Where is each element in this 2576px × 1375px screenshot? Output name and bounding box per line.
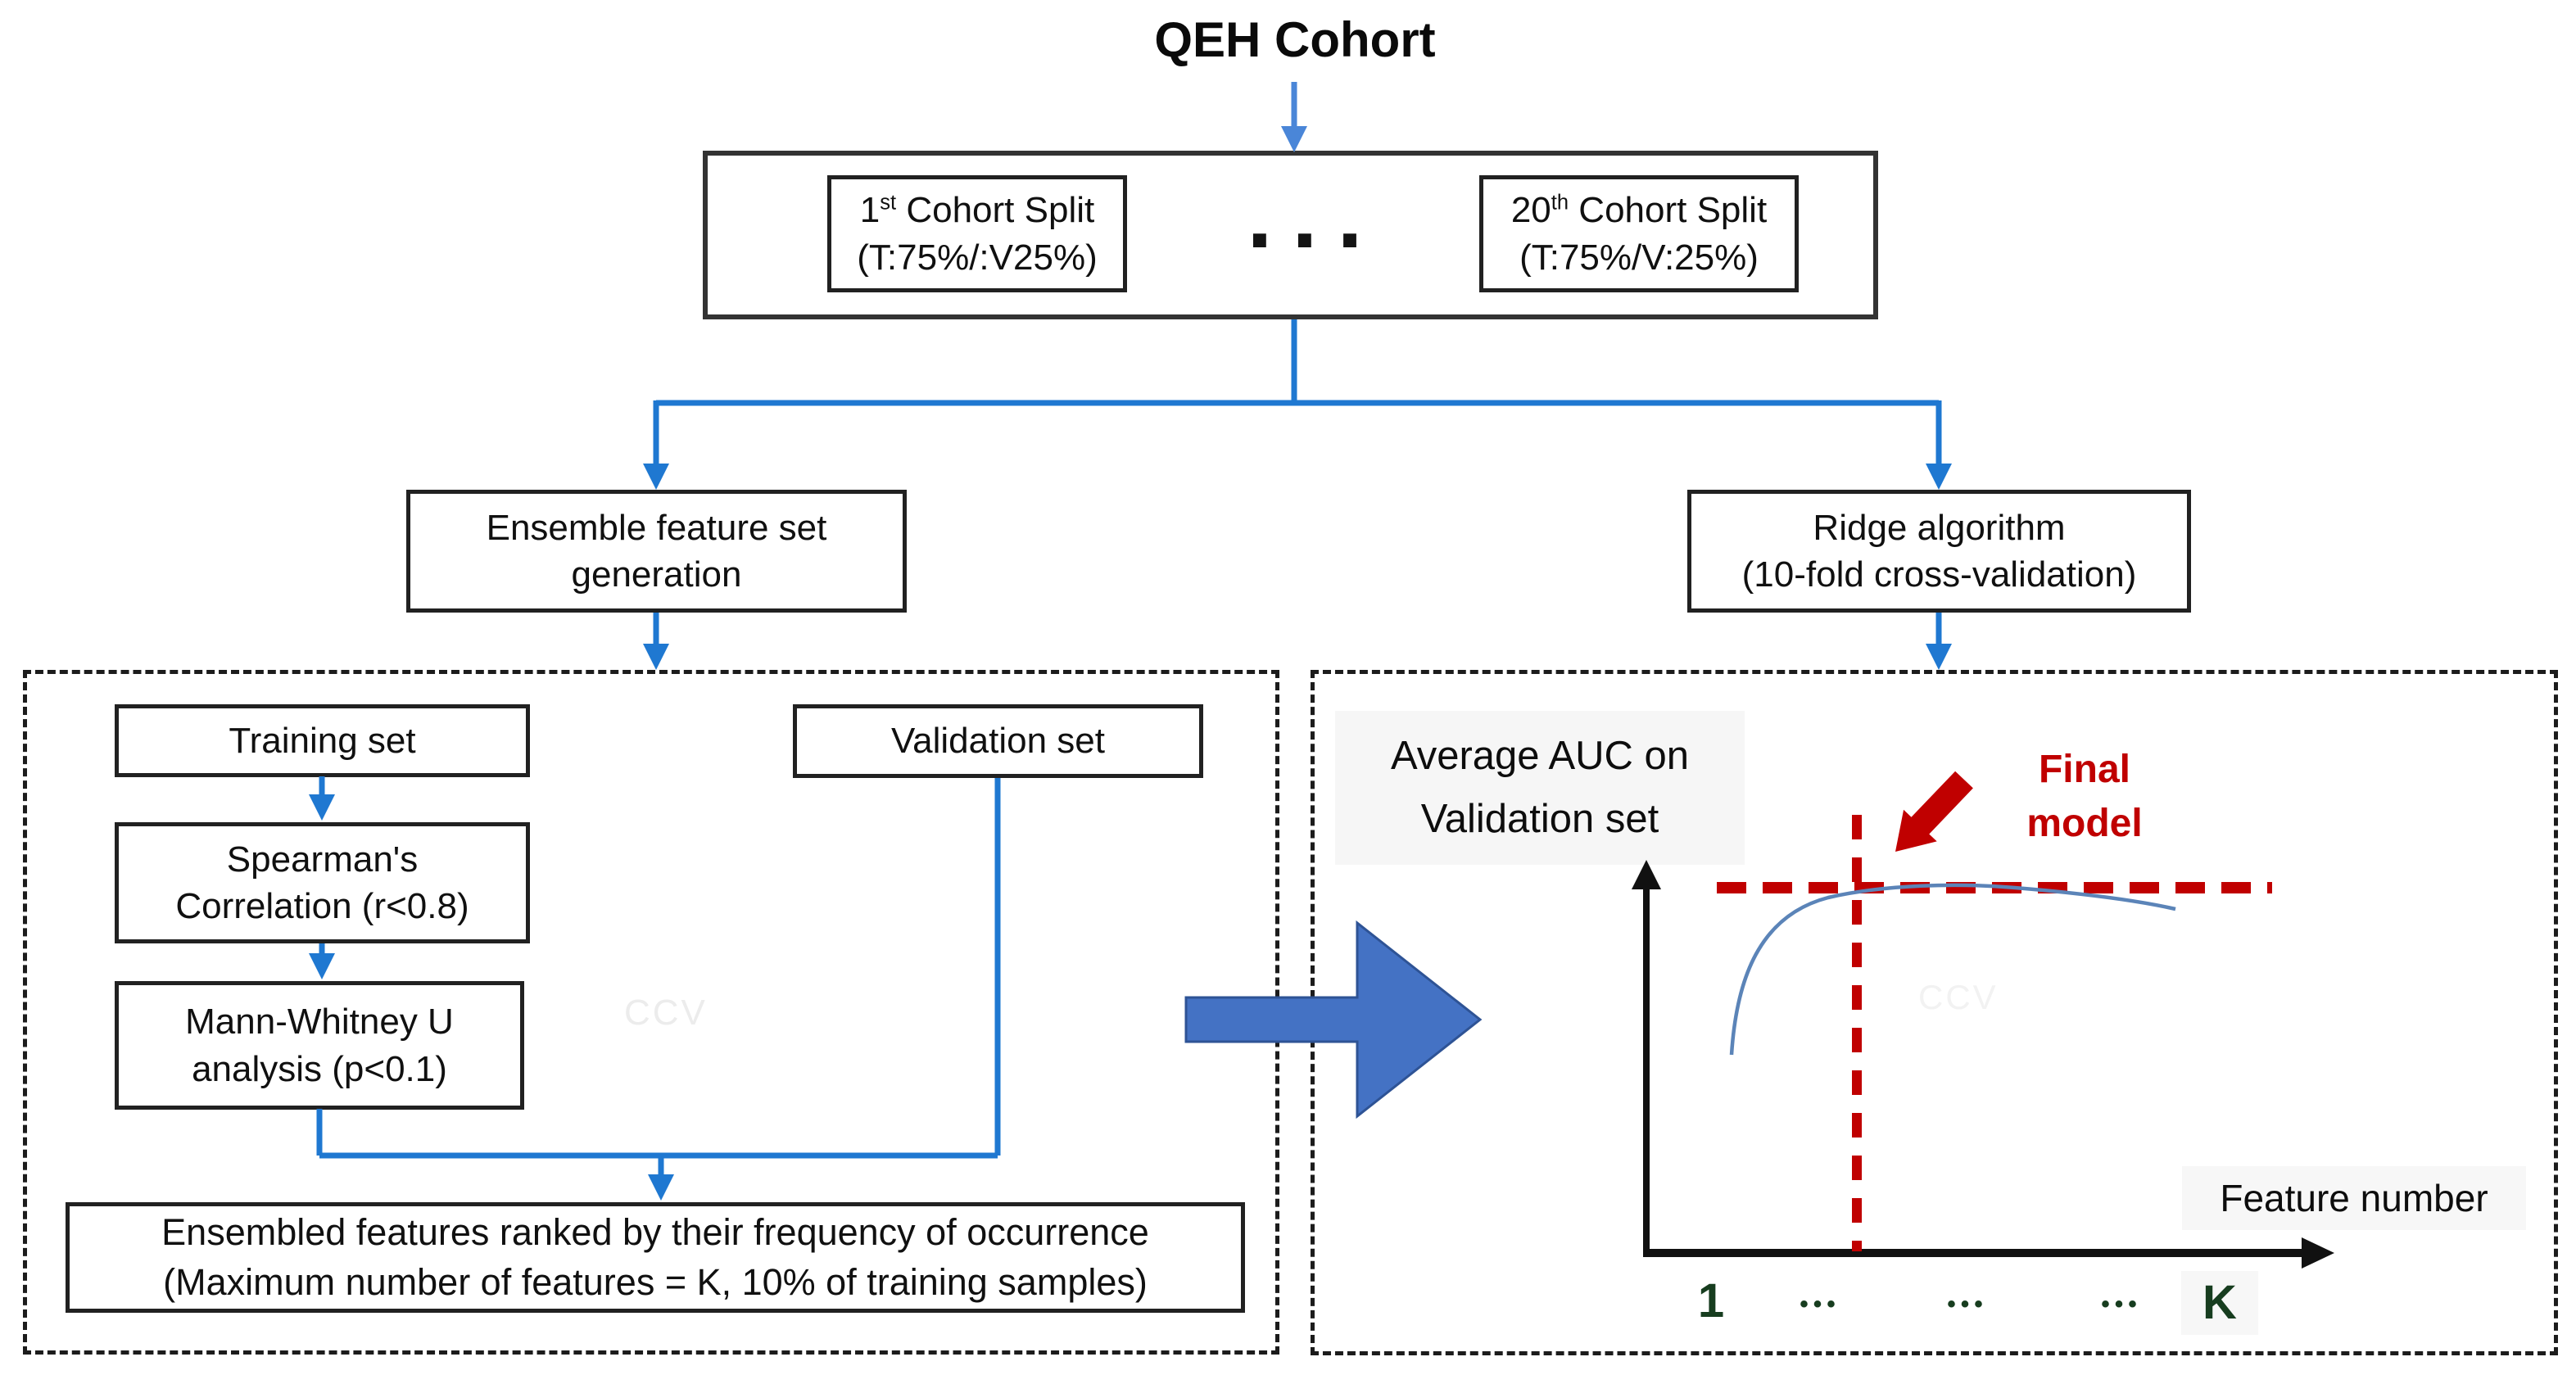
x-tick-first: 1 [1697,1274,1725,1328]
validation-set-box: Validation set [793,704,1203,778]
last-split-ordinal-suffix: th [1551,191,1569,215]
arrowhead-to-ridge [1926,464,1952,490]
ridge-algorithm-line1: Ridge algorithm [1813,507,2066,548]
ridge-algorithm-box: Ridge algorithm (10-fold cross-validatio… [1687,490,2191,613]
x-axis-title-text: Feature number [2220,1177,2488,1219]
spearman-line2: Correlation (r<0.8) [175,886,469,926]
first-cohort-split-detail: (T:75%/:V25%) [857,237,1098,278]
arrowhead-to-ensemble [643,464,669,490]
x-axis-title: Feature number [2182,1166,2526,1230]
connector-branch [656,319,1939,406]
mann-whitney-box: Mann-Whitney U analysis (p<0.1) [115,981,524,1110]
arrowhead-ridge-to-panel [1926,644,1952,670]
final-model-label: Final model [1999,748,2171,845]
first-cohort-split-title: 1st Cohort Split [860,187,1094,233]
x-tick-dots-3: ••• [2101,1291,2142,1318]
last-split-number: 20 [1510,190,1551,231]
y-axis-title: Average AUC on Validation set [1335,711,1745,865]
first-split-ordinal-suffix: st [880,191,897,215]
ensemble-feature-line2: generation [571,554,742,595]
spearman-line1: Spearman's [226,839,419,880]
watermark-right: CCV [1918,978,1999,1016]
last-split-title-rest: Cohort Split [1569,190,1768,231]
training-set-box: Training set [115,704,530,777]
last-cohort-split-detail: (T:75%/V:25%) [1519,237,1759,278]
ensembled-features-line2: (Maximum number of features = K, 10% of … [163,1260,1148,1303]
ensembled-features-box: Ensembled features ranked by their frequ… [66,1202,1245,1313]
last-cohort-split-box: 20th Cohort Split (T:75%/V:25%) [1479,175,1799,292]
split-ellipsis: ... [1247,165,1383,267]
page-title: QEH Cohort [1154,12,1436,67]
first-split-number: 1 [859,190,881,231]
arrowhead-ensemble-to-panel [643,644,669,670]
final-model-line1: Final [2038,747,2130,791]
y-axis-title-line1: Average AUC on [1390,733,1690,778]
y-axis-title-line2: Validation set [1420,797,1659,841]
spearman-correlation-box: Spearman's Correlation (r<0.8) [115,822,530,943]
ridge-algorithm-line2: (10-fold cross-validation) [1741,554,2137,595]
watermark-left: CCV [624,993,708,1033]
final-model-line2: model [2026,802,2143,845]
ensemble-feature-box: Ensemble feature set generation [406,490,907,613]
x-tick-dots-2: ••• [1947,1291,1988,1318]
mann-whitney-line2: analysis (p<0.1) [192,1048,447,1089]
arrowhead-title-to-split [1281,126,1307,152]
first-split-title-rest: Cohort Split [896,190,1095,231]
ensembled-features-line1: Ensembled features ranked by their frequ… [161,1210,1149,1253]
first-cohort-split-box: 1st Cohort Split (T:75%/:V25%) [827,175,1127,292]
ensemble-feature-line1: Ensemble feature set [486,507,827,548]
x-tick-last: K [2181,1271,2258,1335]
x-tick-dots-1: ••• [1800,1291,1840,1318]
last-cohort-split-title: 20th Cohort Split [1511,187,1767,233]
mann-whitney-line1: Mann-Whitney U [185,1002,454,1043]
